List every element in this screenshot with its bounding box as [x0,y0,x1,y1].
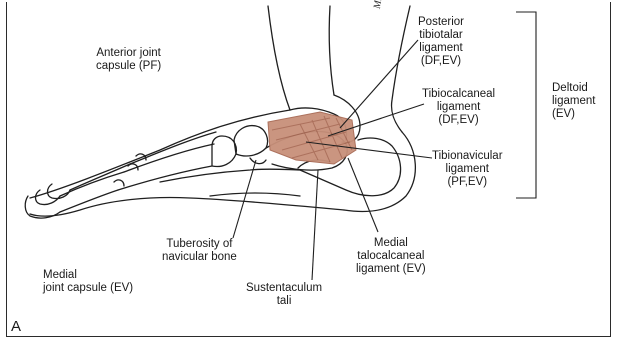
metatarsal-1 [118,144,214,190]
leader-tuberosity [233,160,256,238]
sole-outline [30,198,344,217]
dorsum-outline [30,110,290,198]
leader-medial-talocalcaneal [348,158,378,232]
tibia-inner-outline [329,6,334,95]
label-sustentaculum-tali: Sustentaculum tali [246,282,322,308]
plantar-fat-line [210,193,300,196]
metatarsal-2 [130,132,216,164]
label-anterior-joint-capsule: Anterior joint capsule (PF) [96,47,161,73]
leader-sustentaculum [312,170,318,280]
label-posterior-tibiotalar-ligament: Posterior tibiotalar ligament (DF,EV) [418,16,464,68]
tibia-posterior-outline [391,6,410,132]
tibia-anterior-outline [268,6,290,110]
panel-label: A [11,318,21,335]
label-deltoid-ligament: Deltoid ligament (EV) [552,82,595,121]
deltoid-bracket [516,12,536,198]
cuneiform [212,136,236,167]
phalanx-lines [60,164,130,212]
medial-arch-line [160,169,300,182]
label-tibionavicular-ligament: Tibionavicular ligament (PF,EV) [432,150,503,189]
deltoid-ligament-fibers [268,112,356,164]
navicular-tuberosity [250,158,266,164]
label-medial-talocalcaneal-ligament: Medial talocalcaneal ligament (EV) [356,237,426,276]
label-tibiocalcaneal-ligament: Tibiocalcaneal ligament (DF,EV) [422,88,495,127]
leader-posterior-tibiotalar [340,40,418,128]
label-medial-joint-capsule: Medial joint capsule (EV) [43,269,133,295]
label-tuberosity-navicular: Tuberosity of navicular bone [162,238,237,264]
navicular-bone [234,126,268,156]
